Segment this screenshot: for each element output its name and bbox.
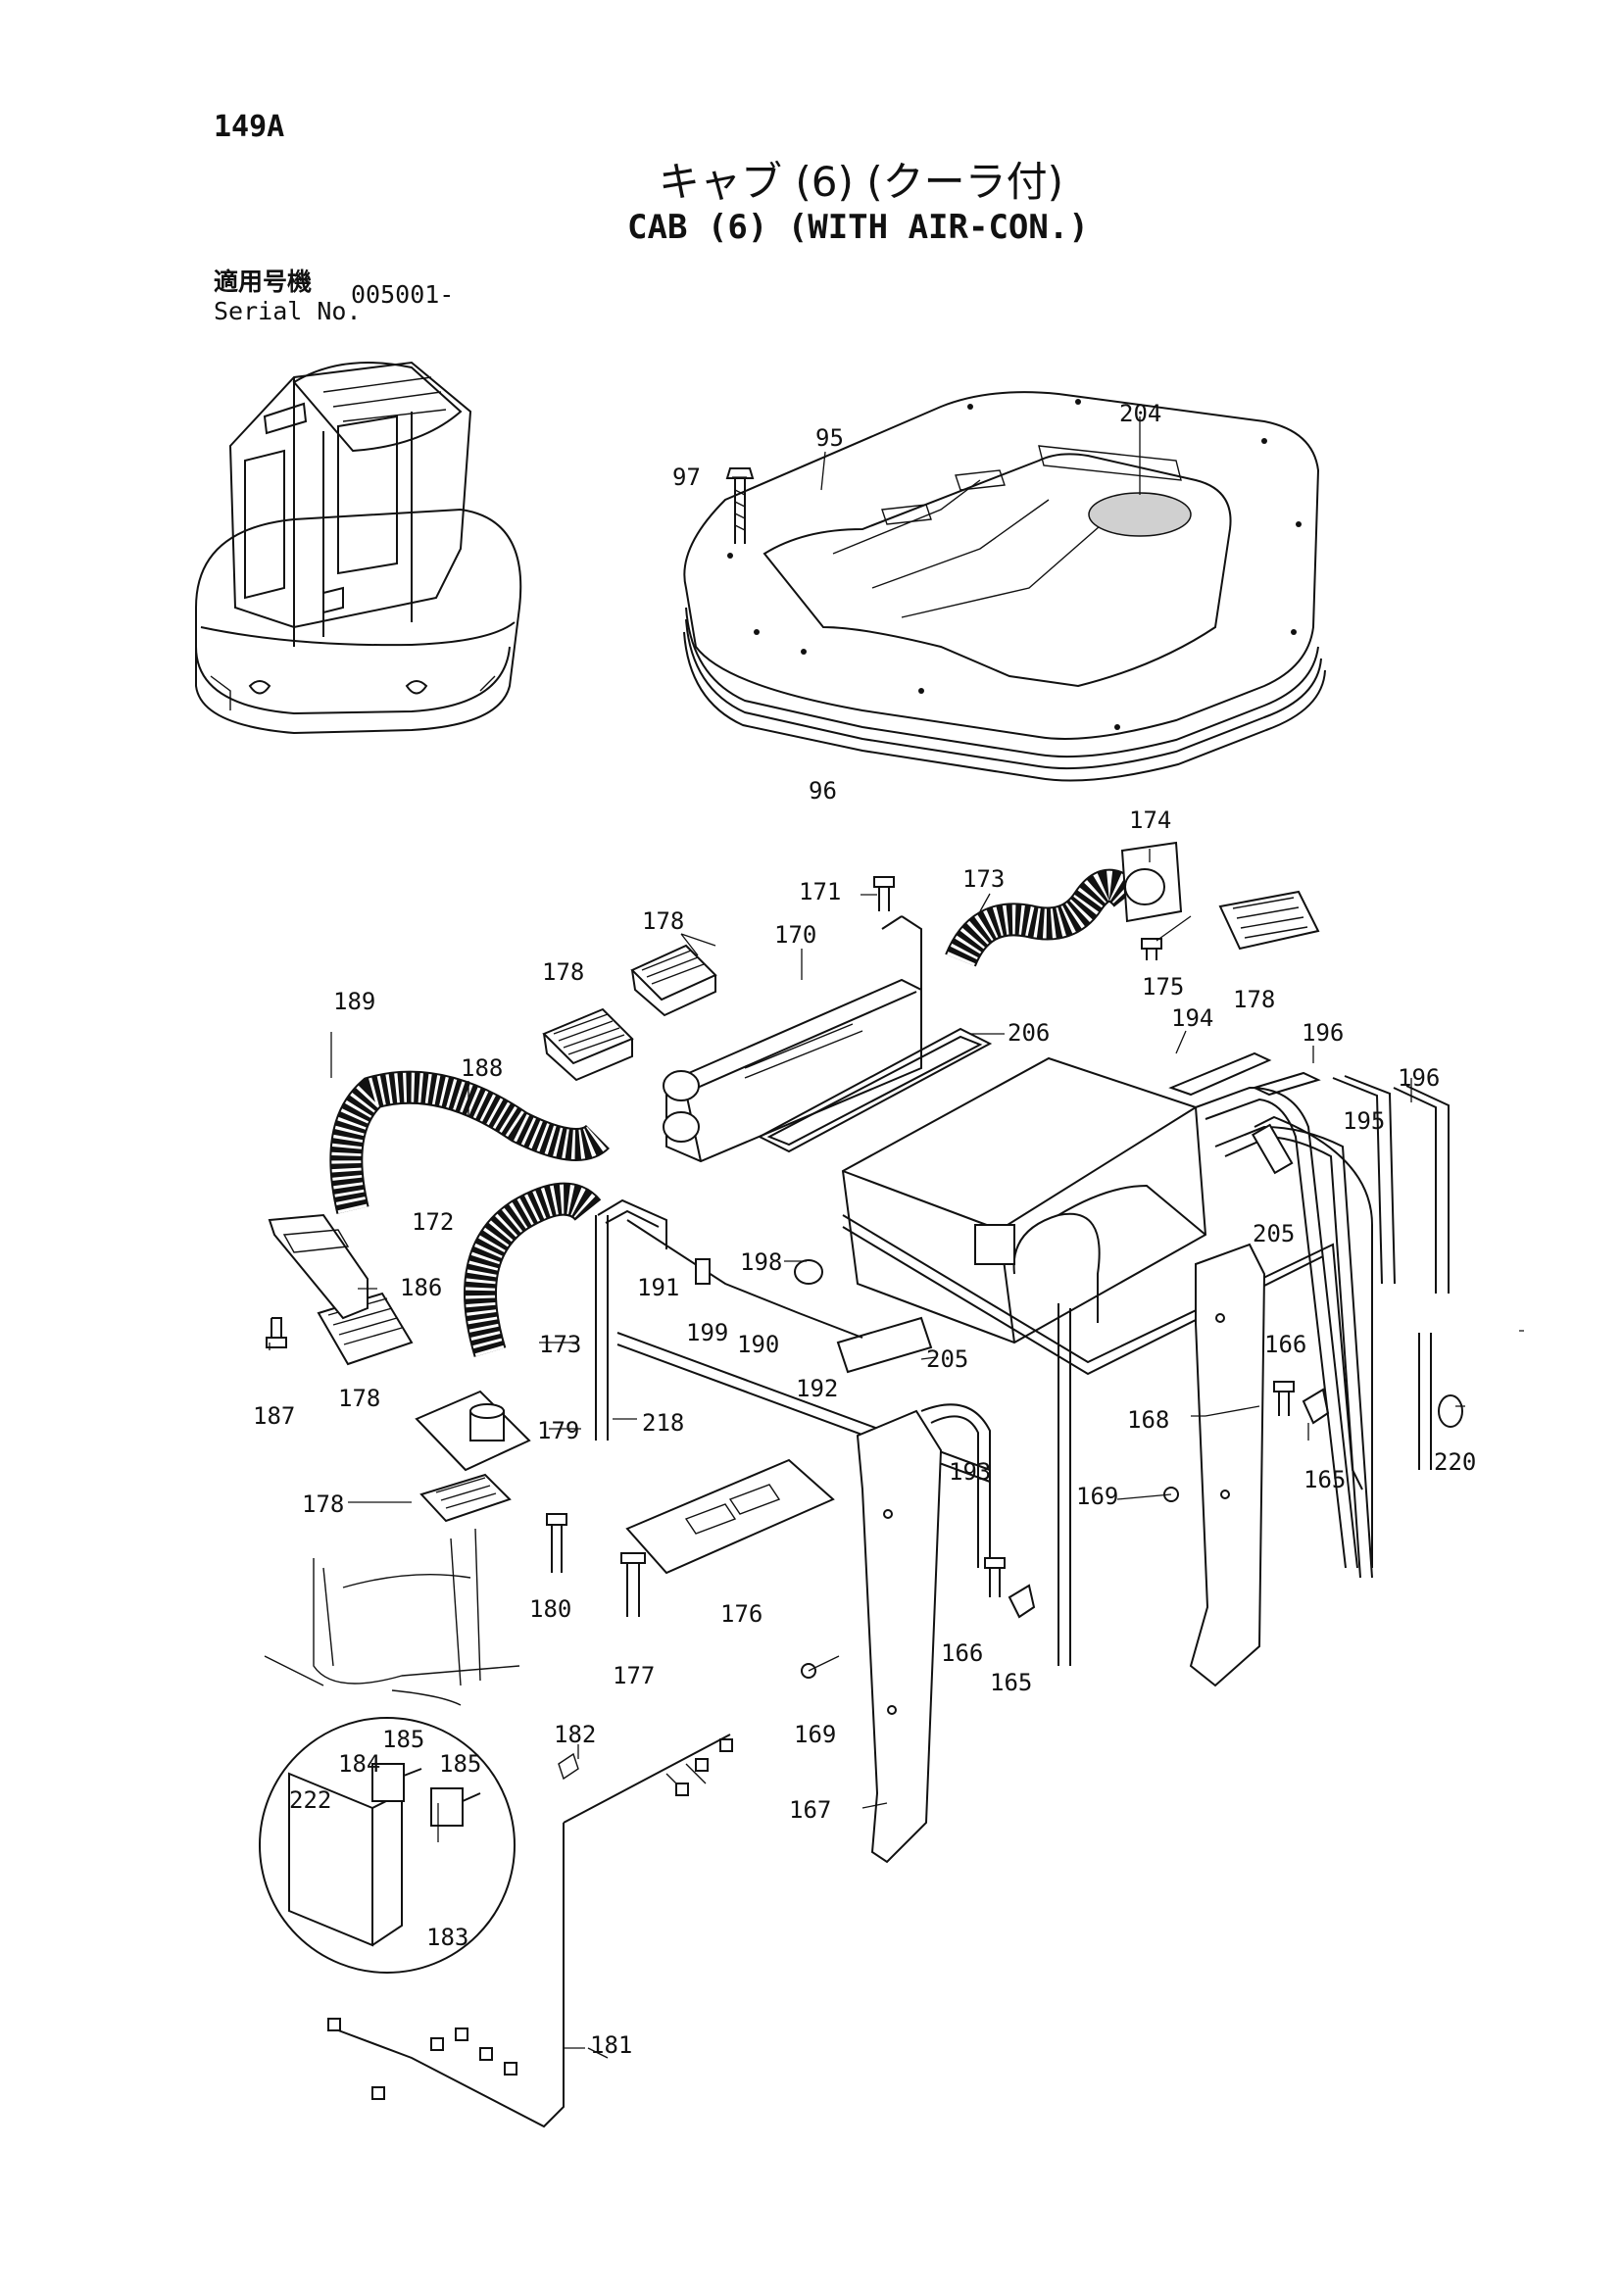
title-english: CAB (6) (WITH AIR-CON.) [627,208,1089,247]
callout-196-left: 196 [1302,1019,1344,1047]
callout-97: 97 [672,464,701,491]
callout-165-right: 165 [1303,1466,1346,1493]
callout-188: 188 [461,1054,503,1082]
callout-173-upper: 173 [962,865,1005,893]
callout-189: 189 [333,988,375,1015]
callout-204: 204 [1119,400,1161,427]
callout-181: 181 [590,2031,632,2059]
callout-168: 168 [1127,1406,1169,1434]
callout-196-right: 196 [1398,1064,1440,1092]
callout-169-right: 169 [1076,1483,1118,1510]
callout-169-center: 169 [794,1721,836,1748]
serial-label-japanese: 適用号機 [214,268,313,296]
callout-167: 167 [789,1796,831,1824]
callout-179: 179 [537,1417,579,1444]
callout-178-upper: 178 [642,907,684,935]
callout-165-center: 165 [990,1669,1032,1696]
callout-184: 184 [338,1750,380,1778]
callout-192: 192 [796,1375,838,1402]
flexible-hoses [329,841,1183,1357]
title-japanese: キャブ (6) (クーラ付) [659,158,1063,206]
callout-174: 174 [1129,806,1171,834]
serial-label-english: Serial No. [214,297,362,325]
serial-number-value: 005001- [351,280,455,309]
callout-183: 183 [426,1924,468,1951]
air-conditioner-unit [595,1027,1463,1666]
callout-222: 222 [289,1786,331,1814]
pillar-trims [620,1243,1330,1864]
callout-185-right: 185 [439,1750,481,1778]
callout-205-right: 205 [1253,1220,1295,1247]
callout-171: 171 [799,878,841,905]
relay-detail-inset [259,1528,520,1974]
callout-178-bottom: 178 [302,1490,344,1518]
air-duct-assembly [266,876,1320,1573]
callout-166-right: 166 [1264,1331,1306,1358]
callout-199: 199 [686,1319,728,1346]
callout-195: 195 [1343,1107,1385,1135]
callout-205-center: 205 [926,1345,968,1373]
callout-180: 180 [529,1595,571,1623]
callout-172: 172 [412,1208,454,1236]
callout-95: 95 [815,424,844,452]
wire-harness [327,1734,733,2128]
callout-206: 206 [1008,1019,1050,1047]
callout-178-right: 178 [1233,986,1275,1013]
callout-194: 194 [1171,1004,1213,1032]
callout-190: 190 [737,1331,779,1358]
callout-218: 218 [642,1409,684,1437]
callout-176: 176 [720,1600,762,1628]
cab-overview-illustration [195,361,522,735]
callout-185-left: 185 [382,1726,424,1753]
callout-178-lower: 178 [338,1385,380,1412]
callout-220: 220 [1434,1448,1476,1476]
roof-cover-assembly [683,391,1326,782]
callout-191: 191 [637,1274,679,1301]
callout-193: 193 [949,1458,991,1486]
callout-175: 175 [1142,973,1184,1001]
callout-labels: 97 95 204 96 171 173 174 175 178 178 178… [253,400,1476,2059]
callout-96: 96 [809,777,837,805]
callout-186: 186 [400,1274,442,1301]
callout-178-left: 178 [542,958,584,986]
leader-lines [269,416,1524,2049]
page-number: 149A [214,110,285,144]
callout-182: 182 [554,1721,596,1748]
callout-187: 187 [253,1402,295,1430]
callout-198: 198 [740,1248,782,1276]
callout-177: 177 [613,1662,655,1689]
callout-166-center: 166 [941,1639,983,1667]
callout-170: 170 [774,921,816,949]
callout-173-lower: 173 [539,1331,581,1358]
